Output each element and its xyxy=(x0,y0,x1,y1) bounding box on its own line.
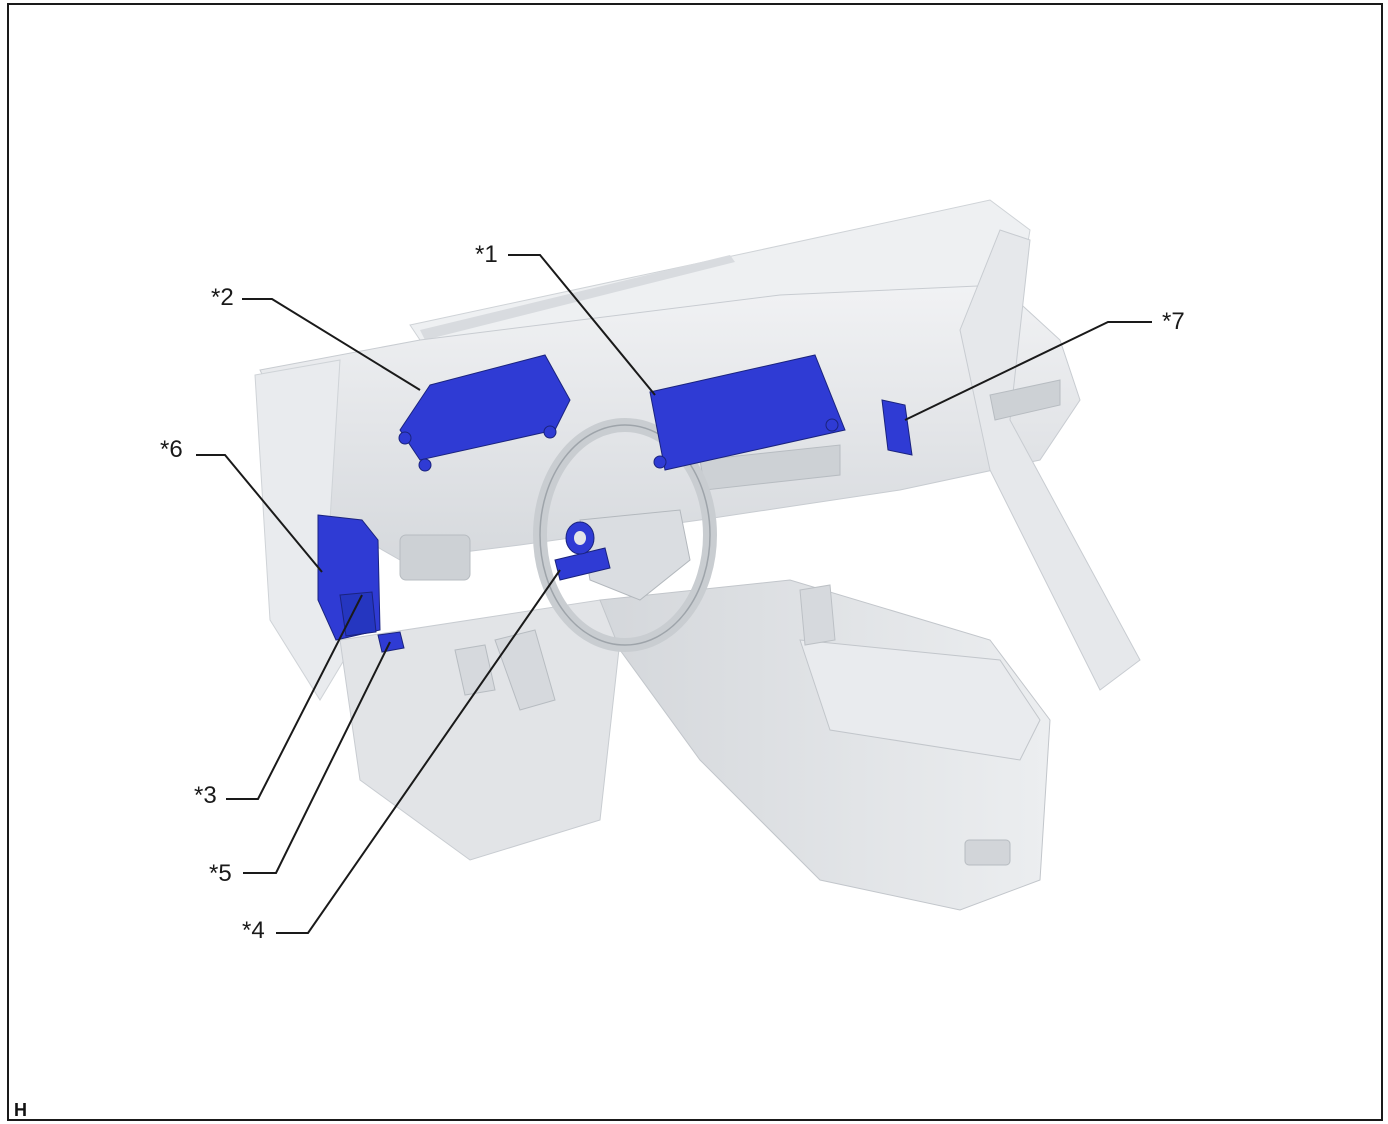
callout-4: *4 xyxy=(242,917,265,944)
pedal xyxy=(494,629,556,711)
left-vent xyxy=(399,534,471,581)
right-vent xyxy=(989,379,1061,421)
leader-line-6 xyxy=(196,454,323,573)
rear-console-port xyxy=(964,839,1011,866)
center-display xyxy=(649,354,846,471)
leader-line-1 xyxy=(508,254,656,396)
leader-line-7 xyxy=(904,321,1152,421)
callout-6: *6 xyxy=(160,436,183,463)
passenger-side-unit xyxy=(881,399,913,456)
shifter xyxy=(799,584,836,646)
callout-1: *1 xyxy=(475,241,498,268)
lower-module xyxy=(339,591,377,637)
figure-code: H xyxy=(14,1100,27,1120)
callout-3: *3 xyxy=(194,782,217,809)
figure-frame xyxy=(7,3,1383,1121)
steering-wheel-rim-edge xyxy=(539,424,711,646)
defroster-strip xyxy=(420,255,735,340)
leader-line-3 xyxy=(226,594,363,800)
armrest xyxy=(799,639,1041,761)
leader-line-4 xyxy=(276,569,561,934)
callout-7: *7 xyxy=(1162,308,1185,335)
leader-line-5 xyxy=(243,641,391,874)
callout-2: *2 xyxy=(211,284,234,311)
small-connector xyxy=(377,631,405,653)
leader-line-2 xyxy=(242,298,421,391)
right-pillar xyxy=(959,229,1141,691)
pedal-2 xyxy=(454,644,496,696)
callout-5: *5 xyxy=(209,860,232,887)
